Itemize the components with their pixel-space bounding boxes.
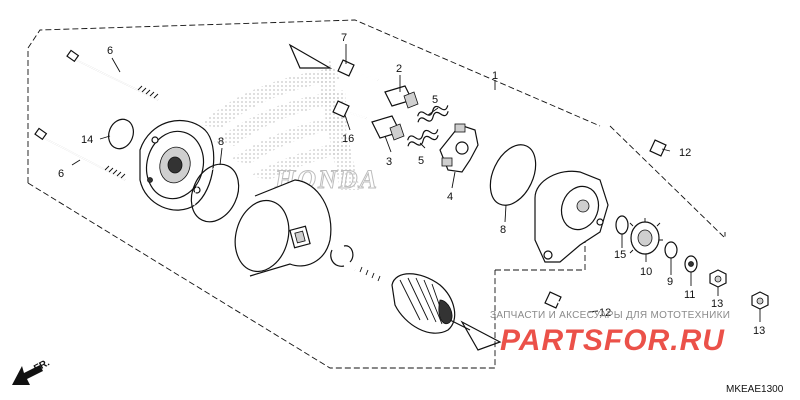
callout-6b: 6 xyxy=(58,168,64,180)
o-ring-8-left xyxy=(190,163,240,223)
bolt-12-lower xyxy=(544,291,589,314)
callout-12a: 12 xyxy=(679,147,691,159)
callout-8b: 8 xyxy=(500,224,506,236)
honda-wing-watermark xyxy=(200,60,360,190)
callout-8a: 8 xyxy=(218,136,224,148)
callout-6a: 6 xyxy=(107,45,113,57)
callout-16: 16 xyxy=(342,133,354,145)
leader-lines xyxy=(71,44,761,322)
gear-10 xyxy=(629,218,663,255)
front-cover xyxy=(534,170,609,263)
armature xyxy=(354,266,471,334)
callout-12b: 12 xyxy=(599,307,611,319)
front-direction-indicator: FR. xyxy=(12,357,52,385)
assembly-boundary-right xyxy=(609,125,726,240)
pointer-cover-triangle xyxy=(288,43,333,69)
callout-4: 4 xyxy=(447,191,453,203)
spring-5-top xyxy=(417,105,449,123)
spring-5-bottom xyxy=(407,129,439,147)
bolt-12-upper xyxy=(627,134,667,157)
callout-13b: 13 xyxy=(753,325,765,337)
brush-3 xyxy=(371,115,405,141)
callout-1: 1 xyxy=(492,70,498,82)
assembly-boundary-bottom xyxy=(27,182,496,369)
arrow-icon xyxy=(12,365,43,385)
bolt-6-top xyxy=(66,49,159,101)
assembly-boundary-inner xyxy=(495,230,586,271)
diagram-code: MKEAE1300 xyxy=(726,384,784,395)
nut-13-lower xyxy=(751,291,769,310)
bolt-6-bottom xyxy=(34,127,126,181)
callout-5a: 5 xyxy=(432,94,438,106)
partsfor-watermark: ЗАПЧАСТИ И АКСЕСУАРЫ ДЛЯ МОТОТЕХНИКИ PAR… xyxy=(490,310,730,357)
washer-9 xyxy=(664,241,678,259)
motor-yoke xyxy=(234,179,332,277)
callout-5b: 5 xyxy=(418,155,424,167)
watermark-caption: ЗАПЧАСТИ И АКСЕСУАРЫ ДЛЯ МОТОТЕХНИКИ xyxy=(490,310,730,321)
pointer-armature-triangle xyxy=(460,320,502,351)
callout-15: 15 xyxy=(614,249,626,261)
nut-13-upper xyxy=(709,269,727,288)
assembly-boundary-left xyxy=(27,19,601,183)
o-ring-14 xyxy=(108,118,134,150)
rear-cover xyxy=(139,120,215,211)
callout-11: 11 xyxy=(684,289,695,301)
seal-15 xyxy=(615,215,629,235)
snap-ring xyxy=(330,245,354,267)
callout-labels: 1 2 3 4 5 5 6 6 7 8 8 9 10 11 12 12 13 1… xyxy=(58,32,765,337)
callout-14: 14 xyxy=(81,134,93,146)
callout-13a: 13 xyxy=(711,298,723,310)
bolt-7 xyxy=(337,59,379,81)
callout-3: 3 xyxy=(386,156,392,168)
brush-2 xyxy=(384,85,419,109)
callout-10: 10 xyxy=(640,266,652,278)
direction-label: FR. xyxy=(32,357,52,374)
callout-2: 2 xyxy=(396,63,402,75)
callout-7: 7 xyxy=(341,32,347,44)
brush-holder-4 xyxy=(439,123,479,173)
bolt-16 xyxy=(332,100,367,119)
watermark-logo-text: PARTSFOR.RU xyxy=(500,324,725,357)
o-ring-8-right xyxy=(489,144,537,206)
callout-9: 9 xyxy=(667,276,673,288)
